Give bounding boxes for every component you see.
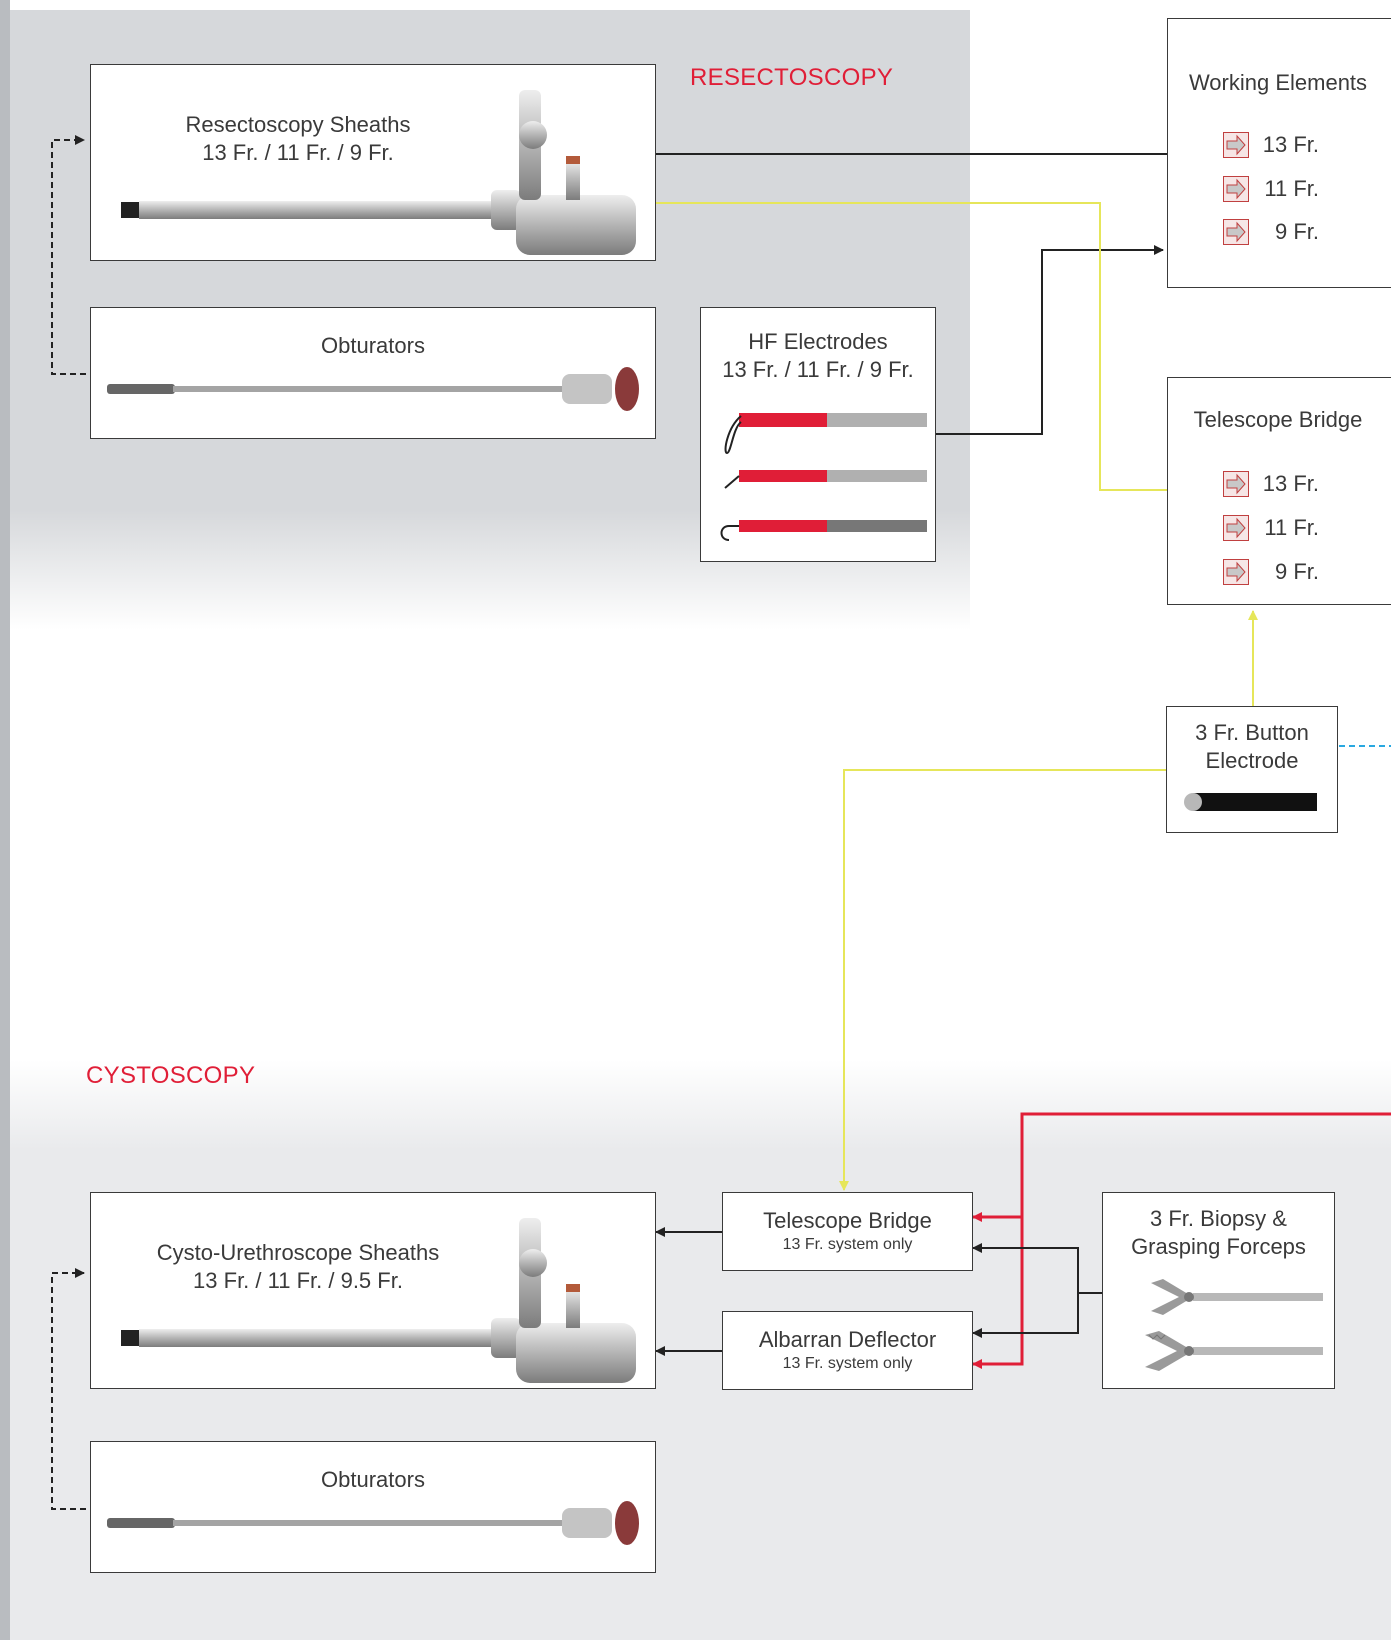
- albarran-deflector-title: Albarran Deflector: [758, 1327, 937, 1352]
- obturators-top-title: Obturators: [321, 333, 425, 358]
- obturators-bottom-box: Obturators: [90, 1441, 656, 1573]
- button-electrode-title-line2: Electrode: [1205, 748, 1299, 773]
- albarran-deflector-note: 13 Fr. system only: [782, 1355, 913, 1372]
- working-elements-size-9: 9 Fr.: [1223, 218, 1319, 246]
- telescope-bridge-bottom-title: Telescope Bridge: [763, 1208, 932, 1233]
- cysto-sheaths-title: Cysto-Urethroscope Sheaths: [156, 1240, 440, 1265]
- button-electrode-image: [1184, 793, 1317, 811]
- right-arrow-icon: [1223, 176, 1249, 202]
- right-arrow-icon: [1223, 515, 1249, 541]
- resectoscopy-section-label: RESECTOSCOPY: [690, 64, 894, 91]
- albarran-deflector-box: Albarran Deflector 13 Fr. system only: [722, 1311, 973, 1390]
- connector-forceps-to-telescope-bridge: [972, 1243, 1102, 1294]
- working-elements-size-11: 11 Fr.: [1223, 175, 1319, 203]
- biopsy-forceps-title-line1: 3 Fr. Biopsy &: [1150, 1206, 1287, 1231]
- cysto-sheaths-box: Cysto-Urethroscope Sheaths 13 Fr. / 11 F…: [90, 1192, 656, 1389]
- working-elements-title: Working Elements: [1188, 70, 1368, 95]
- working-elements-size-11-label: 11 Fr.: [1264, 176, 1319, 201]
- resectoscopy-sheaths-sizes: 13 Fr. / 11 Fr. / 9 Fr.: [202, 140, 394, 165]
- working-elements-box: Working Elements 13 Fr. 11 Fr. 9 Fr.: [1167, 18, 1391, 288]
- button-electrode-title-line1: 3 Fr. Button: [1195, 720, 1309, 745]
- obturator-bottom-image: [107, 1501, 639, 1545]
- telescope-bridge-size-9-label: 9 Fr.: [1274, 559, 1319, 584]
- right-arrow-icon: [1223, 219, 1249, 245]
- right-arrow-icon: [1223, 132, 1249, 158]
- connector-obturator-to-cysto-sheath: [51, 1268, 86, 1510]
- resectoscopy-sheaths-title: Resectoscopy Sheaths: [185, 112, 411, 137]
- connector-telescope-bridge-to-sheath: [629, 198, 1167, 491]
- telescope-bridge-bottom-note: 13 Fr. system only: [782, 1236, 913, 1253]
- connector-red-to-telescope-bridge: [972, 1112, 1391, 1222]
- telescope-bridge-size-13: 13 Fr.: [1223, 470, 1319, 498]
- telescope-bridge-size-13-label: 13 Fr.: [1262, 471, 1319, 496]
- obturators-top-box: Obturators: [90, 307, 656, 439]
- right-arrow-icon: [1223, 471, 1249, 497]
- working-elements-size-9-label: 9 Fr.: [1274, 219, 1319, 244]
- biopsy-forceps-title-line2: Grasping Forceps: [1131, 1234, 1306, 1259]
- left-edge-bar: [0, 0, 10, 1640]
- cysto-sheaths-sizes: 13 Fr. / 11 Fr. / 9.5 Fr.: [193, 1268, 403, 1293]
- telescope-bridge-top-box: Telescope Bridge 13 Fr. 11 Fr. 9 Fr.: [1167, 377, 1391, 605]
- resectoscopy-sheaths-box: Resectoscopy Sheaths 13 Fr. / 11 Fr. / 9…: [90, 64, 656, 261]
- biopsy-forceps-box: 3 Fr. Biopsy & Grasping Forceps: [1102, 1192, 1335, 1389]
- telescope-bridge-size-11: 11 Fr.: [1223, 514, 1319, 542]
- cystoscopy-section-label: CYSTOSCOPY: [86, 1062, 256, 1089]
- telescope-bridge-size-11-label: 11 Fr.: [1264, 515, 1319, 540]
- connector-obturator-to-resectoscopy-sheath: [51, 135, 86, 375]
- hf-electrodes-box: HF Electrodes 13 Fr. / 11 Fr. / 9 Fr.: [700, 307, 936, 562]
- working-elements-size-13-label: 13 Fr.: [1262, 132, 1319, 157]
- button-electrode-box: 3 Fr. Button Electrode: [1166, 706, 1338, 833]
- connector-forceps-to-albarran: [972, 1293, 1079, 1338]
- working-elements-size-13: 13 Fr.: [1223, 131, 1319, 159]
- connector-button-electrode-to-bottom-bridge: [839, 769, 1166, 1191]
- resectoscope-sheath-image: [121, 90, 636, 255]
- telescope-bridge-bottom-box: Telescope Bridge 13 Fr. system only: [722, 1192, 973, 1271]
- obturator-top-image: [107, 367, 639, 411]
- obturators-bottom-title: Obturators: [321, 1467, 425, 1492]
- telescope-bridge-size-9: 9 Fr.: [1223, 558, 1319, 586]
- hf-electrodes-sizes: 13 Fr. / 11 Fr. / 9 Fr.: [722, 357, 914, 382]
- connector-hf-electrodes-to-working-elements: [936, 245, 1164, 435]
- hf-electrodes-title: HF Electrodes: [748, 329, 888, 354]
- right-arrow-icon: [1223, 559, 1249, 585]
- hf-electrodes-image: [720, 413, 927, 541]
- telescope-bridge-top-title: Telescope Bridge: [1193, 407, 1363, 432]
- biopsy-forceps-image: [1145, 1279, 1323, 1371]
- cysto-sheath-image: [121, 1218, 636, 1383]
- connector-red-to-albarran: [972, 1217, 1024, 1369]
